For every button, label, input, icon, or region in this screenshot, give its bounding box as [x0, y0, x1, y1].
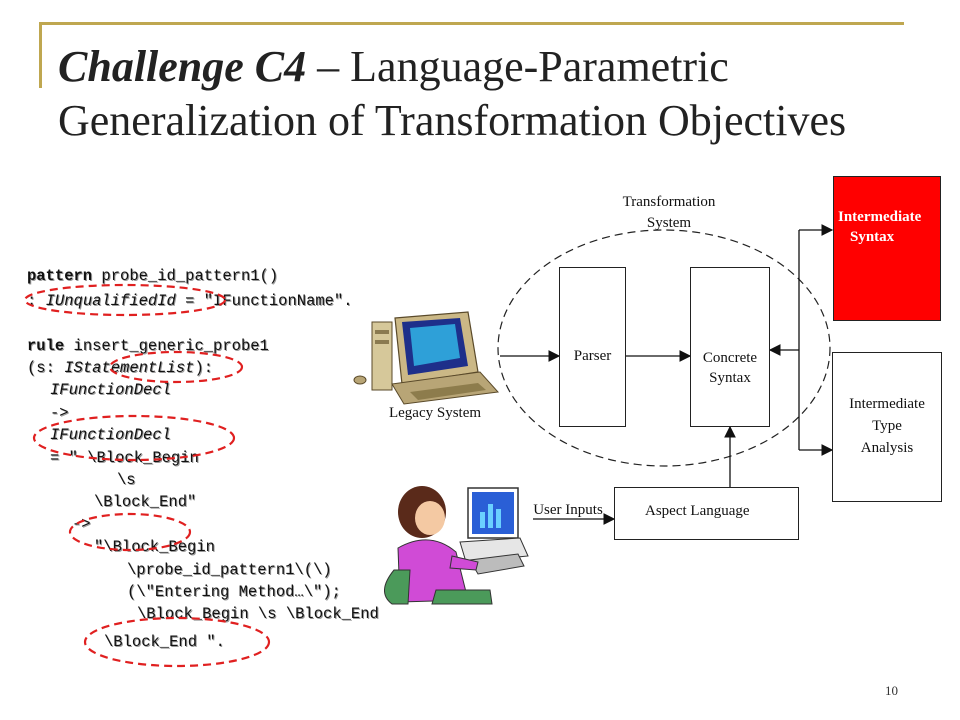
code-eq-block-begin: = " \Block_Begin [50, 449, 199, 467]
title-rule-top [40, 22, 904, 25]
kw-rule: rule [27, 337, 65, 355]
highlight-ellipse-function-decl [32, 414, 236, 462]
highlight-ellipse-pattern-type [23, 283, 227, 317]
intermediate-syntax-box: Intermediate Syntax [833, 176, 941, 321]
pattern-colon: : [27, 292, 46, 310]
parser-label: Parser [573, 348, 612, 364]
code-probe-call: \probe_id_pattern1\(\) [127, 561, 332, 579]
type-analysis-line-3: Analysis [860, 440, 914, 456]
code-arrow2: -> [72, 515, 91, 533]
intermediate-syntax-line-2: Syntax [850, 229, 895, 245]
concrete-syntax-box: Concrete Syntax [690, 267, 770, 427]
legacy-system-label: Legacy System [388, 405, 482, 421]
page-number: 10 [885, 683, 898, 698]
transformation-system-line-2: System [646, 215, 692, 231]
type-analysis-line-2: Type [872, 418, 902, 434]
title-rule-left [39, 22, 42, 88]
code-decl1: IFunctionDecl [50, 380, 171, 400]
parser-box: Parser [559, 267, 626, 427]
intermediate-syntax-label: Intermediate Syntax [838, 207, 948, 247]
pattern-value: = "IFunctionName". [175, 292, 353, 310]
transformation-system-ellipse [497, 229, 831, 467]
user-at-computer-icon [384, 486, 529, 605]
kw-pattern: pattern [27, 267, 93, 285]
title-line-1: Challenge C4 – Language-Parametric [58, 40, 948, 94]
aspect-language-label: Aspect Language [645, 503, 750, 519]
code-decl2: IFunctionDecl [50, 425, 171, 445]
aspect-language-box: Aspect Language [614, 487, 799, 540]
code-pattern-type-line: : IUnqualifiedId = "IFunctionName". [27, 291, 353, 311]
rule-name: insert_generic_probe1 [64, 337, 269, 355]
code-entering: (\"Entering Method…\"); [127, 583, 341, 601]
code-block-begin-quote: "\Block_Begin [94, 538, 215, 556]
title-rest: – Language-Parametric [306, 42, 729, 91]
legacy-system-computer-icon [353, 311, 500, 405]
code-s-line: \s [117, 471, 136, 489]
highlight-ellipse-arrow [68, 512, 192, 552]
concrete-syntax-line-1: Concrete [702, 350, 758, 366]
concrete-syntax-line-2: Syntax [709, 370, 751, 386]
slide-title: Challenge C4 – Language-Parametric Gener… [58, 40, 948, 148]
transformation-system-label: Transformation System [599, 192, 739, 234]
pattern-type: IUnqualifiedId [45, 292, 176, 310]
code-final-end: \Block_End ". [104, 633, 225, 651]
pattern-name: probe_id_pattern1() [92, 267, 279, 285]
rule-param-open: (s: [27, 359, 65, 377]
title-line-2: Generalization of Transformation Objecti… [58, 96, 847, 145]
user-inputs-label: User Inputs [533, 502, 603, 518]
code-block-end-quote: \Block_End" [94, 493, 197, 511]
concrete-syntax-label: Concrete Syntax [691, 348, 769, 388]
decl1-text: IFunctionDecl [50, 381, 171, 399]
intermediate-syntax-line-1: Intermediate [838, 209, 922, 225]
type-analysis-line-1: Intermediate [849, 396, 925, 412]
code-arrow1: -> [50, 404, 69, 422]
code-inner-block: \Block_Begin \s \Block_End [137, 605, 379, 623]
rule-param-close: ): [194, 359, 214, 377]
intermediate-type-analysis-box: Intermediate Type Analysis [832, 352, 942, 502]
highlight-ellipse-statement-list [108, 350, 244, 384]
title-bold: Challenge C4 [58, 42, 307, 91]
code-pattern-line: pattern probe_id_pattern1() [27, 266, 278, 286]
intermediate-type-analysis-label: Intermediate Type Analysis [833, 393, 941, 459]
transformation-system-line-1: Transformation [622, 194, 716, 210]
decl2-text: IFunctionDecl [50, 426, 171, 444]
rule-param-type: IStatementList [64, 359, 195, 377]
highlight-ellipse-block-end [83, 616, 271, 668]
code-rule-line: rule insert_generic_probe1 [27, 336, 269, 356]
code-rule-param-line: (s: IStatementList): [27, 358, 213, 378]
